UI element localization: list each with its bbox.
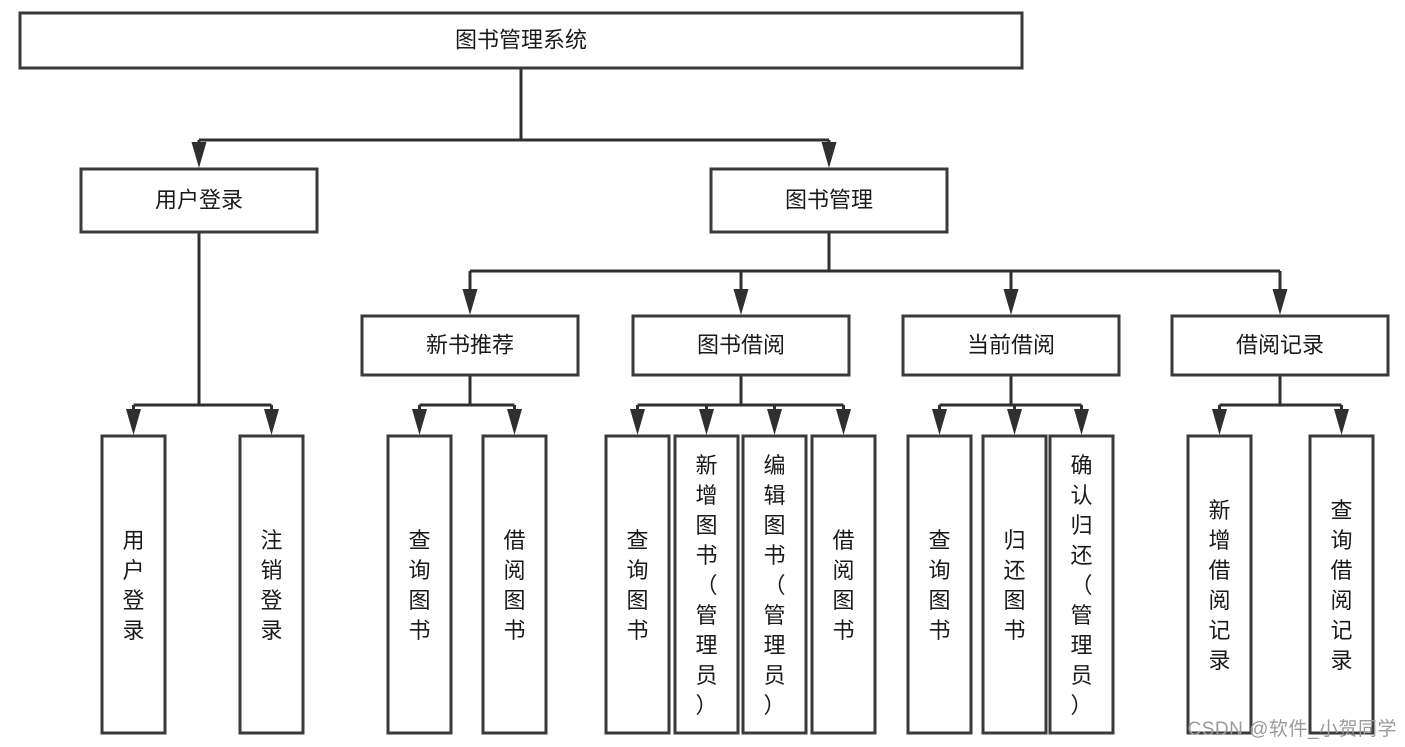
node-box-leaf-borrow-book-2[interactable] — [810, 434, 877, 735]
node-box-leaf-add-record[interactable] — [1186, 434, 1253, 735]
edge-group-user-login — [126, 232, 279, 435]
nodes-layer: 图书管理系统用户登录图书管理新书推荐图书借阅当前借阅借阅记录用户登录注销登录查询… — [18, 11, 1390, 735]
node-label-leaf-query-book-2: 查询图书 — [626, 528, 648, 643]
node-box-leaf-add-book[interactable] — [673, 434, 740, 735]
node-leaf-query-book-2[interactable]: 查询图书 — [604, 434, 671, 735]
arrowhead-icon — [836, 409, 851, 435]
edge-group-borrow-record — [1212, 375, 1349, 435]
node-box-new-book-recommend[interactable] — [360, 314, 580, 377]
node-leaf-edit-book[interactable]: 编辑图书（管理员） — [741, 434, 808, 735]
node-label-book-borrow: 图书借阅 — [697, 332, 785, 357]
node-leaf-add-record[interactable]: 新增借阅记录 — [1186, 434, 1253, 735]
node-label-borrow-record: 借阅记录 — [1236, 332, 1324, 357]
node-box-leaf-edit-book[interactable] — [741, 434, 808, 735]
edge-group-current-borrow — [932, 375, 1089, 435]
node-leaf-add-book[interactable]: 新增图书（管理员） — [673, 434, 740, 735]
node-label-leaf-query-record: 查询借阅记录 — [1330, 498, 1352, 673]
arrowhead-icon — [932, 409, 947, 435]
node-label-leaf-add-book: 新增图书（管理员） — [695, 453, 717, 718]
node-leaf-user-login[interactable]: 用户登录 — [100, 434, 167, 735]
node-label-leaf-query-book-1: 查询图书 — [408, 528, 430, 643]
node-box-current-borrow[interactable] — [901, 314, 1121, 377]
arrowhead-icon — [1074, 409, 1089, 435]
arrowhead-icon — [821, 142, 837, 168]
arrowhead-icon — [630, 409, 645, 435]
node-label-new-book-recommend: 新书推荐 — [426, 332, 514, 357]
node-root[interactable]: 图书管理系统 — [18, 11, 1024, 70]
node-current-borrow[interactable]: 当前借阅 — [901, 314, 1121, 377]
node-label-root: 图书管理系统 — [455, 27, 587, 52]
node-label-leaf-logout: 注销登录 — [260, 528, 282, 643]
node-box-leaf-query-book-2[interactable] — [604, 434, 671, 735]
node-label-leaf-query-book-3: 查询图书 — [928, 528, 950, 643]
edge-group-new-book-recommend — [412, 375, 522, 435]
node-box-leaf-borrow-book-1[interactable] — [481, 434, 548, 735]
node-label-leaf-return-book: 归还图书 — [1003, 528, 1025, 643]
node-box-leaf-query-book-1[interactable] — [386, 434, 453, 735]
node-box-root[interactable] — [18, 11, 1024, 70]
node-book-manage[interactable]: 图书管理 — [709, 167, 949, 234]
node-leaf-query-book-1[interactable]: 查询图书 — [386, 434, 453, 735]
node-leaf-query-book-3[interactable]: 查询图书 — [906, 434, 973, 735]
node-new-book-recommend[interactable]: 新书推荐 — [360, 314, 580, 377]
node-leaf-query-record[interactable]: 查询借阅记录 — [1308, 434, 1375, 735]
node-user-login[interactable]: 用户登录 — [79, 167, 319, 234]
node-box-leaf-user-login[interactable] — [100, 434, 167, 735]
node-box-borrow-record[interactable] — [1170, 314, 1390, 377]
arrowhead-icon — [507, 409, 522, 435]
node-box-leaf-return-book[interactable] — [981, 434, 1048, 735]
node-leaf-borrow-book-2[interactable]: 借阅图书 — [810, 434, 877, 735]
node-box-leaf-confirm-return[interactable] — [1048, 434, 1115, 735]
node-label-leaf-add-record: 新增借阅记录 — [1208, 498, 1230, 673]
node-label-leaf-edit-book: 编辑图书（管理员） — [763, 453, 785, 718]
node-leaf-confirm-return[interactable]: 确认归还（管理员） — [1048, 434, 1115, 735]
edge-group-book-manage — [462, 232, 1288, 315]
node-box-leaf-query-record[interactable] — [1308, 434, 1375, 735]
arrowhead-icon — [1212, 409, 1227, 435]
arrowhead-icon — [462, 289, 478, 315]
node-label-leaf-borrow-book-1: 借阅图书 — [503, 528, 525, 643]
edge-group-root — [191, 68, 837, 168]
arrowhead-icon — [767, 409, 782, 435]
arrowhead-icon — [1334, 409, 1349, 435]
node-box-user-login[interactable] — [79, 167, 319, 234]
node-label-leaf-user-login: 用户登录 — [122, 528, 144, 643]
node-leaf-return-book[interactable]: 归还图书 — [981, 434, 1048, 735]
node-book-borrow[interactable]: 图书借阅 — [631, 314, 851, 377]
arrowhead-icon — [412, 409, 427, 435]
node-label-leaf-confirm-return: 确认归还（管理员） — [1070, 453, 1092, 718]
node-box-leaf-query-book-3[interactable] — [906, 434, 973, 735]
node-box-leaf-logout[interactable] — [238, 434, 305, 735]
edges-layer — [126, 68, 1349, 435]
node-label-user-login: 用户登录 — [155, 187, 243, 212]
arrowhead-icon — [1272, 289, 1288, 315]
edge-group-book-borrow — [630, 375, 851, 435]
arrowhead-icon — [126, 409, 141, 435]
arrowhead-icon — [264, 409, 279, 435]
arrowhead-icon — [1007, 409, 1022, 435]
node-leaf-logout[interactable]: 注销登录 — [238, 434, 305, 735]
arrowhead-icon — [733, 289, 749, 315]
node-label-current-borrow: 当前借阅 — [967, 332, 1055, 357]
node-box-book-borrow[interactable] — [631, 314, 851, 377]
arrowhead-icon — [699, 409, 714, 435]
node-borrow-record[interactable]: 借阅记录 — [1170, 314, 1390, 377]
arrowhead-icon — [1003, 289, 1019, 315]
node-label-book-manage: 图书管理 — [785, 187, 873, 212]
node-label-leaf-borrow-book-2: 借阅图书 — [832, 528, 854, 643]
arrowhead-icon — [191, 142, 207, 168]
node-leaf-borrow-book-1[interactable]: 借阅图书 — [481, 434, 548, 735]
node-box-book-manage[interactable] — [709, 167, 949, 234]
